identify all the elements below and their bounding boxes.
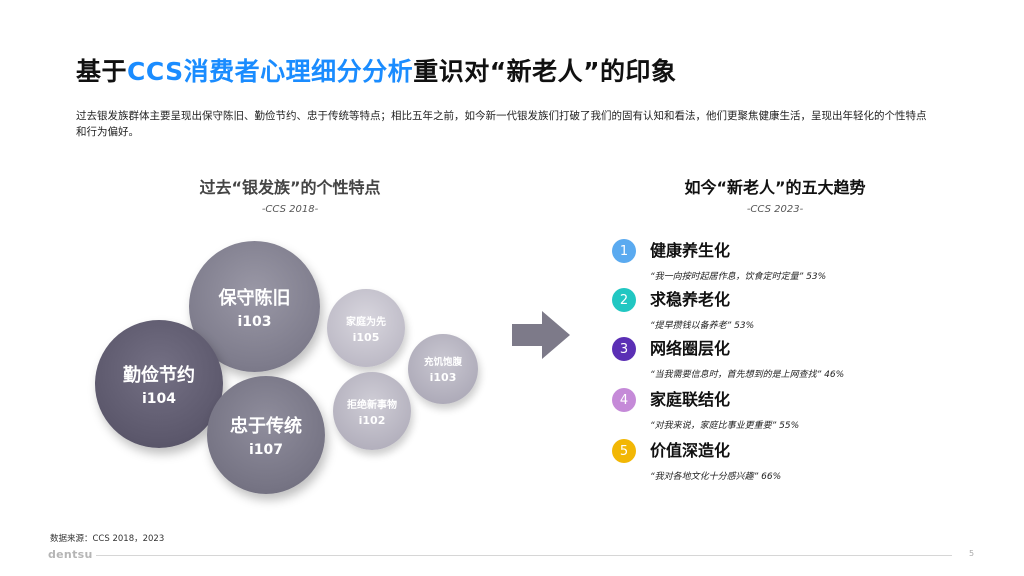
right-arrow-icon xyxy=(512,311,570,359)
past-traits-heading: 过去“银发族”的个性特点 xyxy=(199,178,381,197)
trait-name: 保守陈旧 xyxy=(218,287,291,309)
trend-name: 家庭联结化 xyxy=(650,390,731,409)
trend-quote: “提早攒钱以备养老” 53% xyxy=(650,321,755,331)
trait-index: i104 xyxy=(141,391,177,407)
page-number: 5 xyxy=(969,549,975,558)
trend-number-badge: 5 xyxy=(612,439,636,463)
trend-quote: “当我需要信息时，首先想到的是上网查找” 46% xyxy=(650,370,845,380)
dentsu-logo: dentsu xyxy=(48,548,93,561)
trait-name: 勤俭节约 xyxy=(123,365,195,386)
title-highlight: CCS消费者心理细分分析 xyxy=(127,57,414,86)
page-title: 基于CCS消费者心理细分分析重识对“新老人”的印象 xyxy=(76,52,677,88)
trait-index: i105 xyxy=(352,330,380,344)
title-suffix: 重识对“新老人”的印象 xyxy=(413,57,677,86)
trait-index: i103 xyxy=(429,371,457,384)
past-traits-source: -CCS 2018- xyxy=(261,204,319,215)
trait-bubble: 充饥饱腹 i103 xyxy=(408,334,478,404)
trait-name: 充饥饱腹 xyxy=(423,357,462,368)
trend-name: 网络圈层化 xyxy=(650,339,731,358)
trend-number-badge: 4 xyxy=(612,388,636,412)
trend-name: 求稳养老化 xyxy=(650,290,731,309)
new-trends-heading: 如今“新老人”的五大趋势 xyxy=(684,178,866,197)
intro-paragraph: 过去银发族群体主要呈现出保守陈旧、勤俭节约、忠于传统等特点；相比五年之前，如今新… xyxy=(76,110,927,138)
trend-name: 健康养生化 xyxy=(650,241,731,260)
trend-number-badge: 2 xyxy=(612,288,636,312)
trait-index: i102 xyxy=(358,413,386,427)
data-source-note: 数据来源：CCS 2018，2023 xyxy=(50,534,165,544)
new-trends-source: -CCS 2023- xyxy=(746,204,804,215)
title-prefix: 基于 xyxy=(76,57,128,86)
trait-name: 拒绝新事物 xyxy=(347,399,397,411)
trend-number-badge: 1 xyxy=(612,239,636,263)
footer-divider xyxy=(96,555,952,556)
trend-quote: “我对各地文化十分感兴趣” 66% xyxy=(650,472,782,482)
trait-bubble: 忠于传统 i107 xyxy=(207,376,325,494)
trend-quote: “对我来说，家庭比事业更重要” 55% xyxy=(650,421,800,431)
trait-bubble: 勤俭节约 i104 xyxy=(95,320,223,448)
trait-name: 家庭为先 xyxy=(346,316,386,328)
trend-quote: “我一向按时起居作息，饮食定时定量” 53% xyxy=(650,272,827,282)
trait-name: 忠于传统 xyxy=(230,416,302,437)
trend-number-badge: 3 xyxy=(612,337,636,361)
trait-bubble: 拒绝新事物 i102 xyxy=(333,372,411,450)
trait-index: i107 xyxy=(248,442,284,458)
trait-bubble: 家庭为先 i105 xyxy=(327,289,405,367)
trend-name: 价值深造化 xyxy=(650,441,731,460)
trait-index: i103 xyxy=(237,313,272,330)
